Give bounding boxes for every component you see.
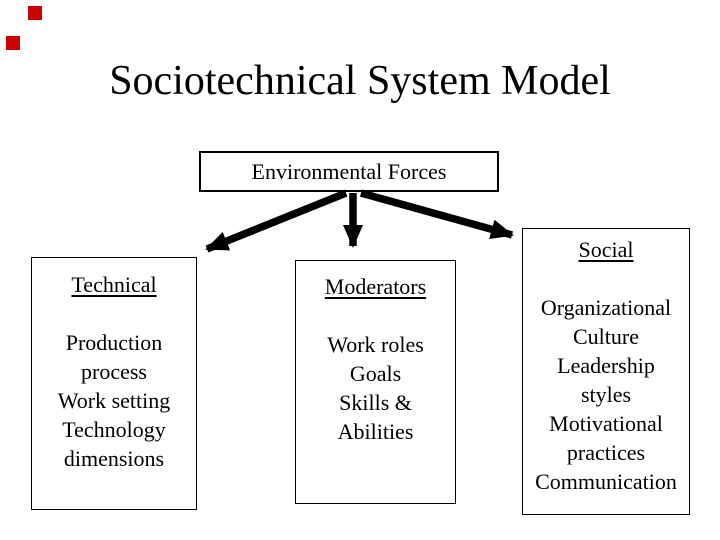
template-red-square-bottom <box>6 36 20 50</box>
text-line: Organizational <box>540 295 672 320</box>
page-title: Sociotechnical System Model <box>109 58 611 104</box>
text-line: Skills & <box>339 390 412 415</box>
text-line: Work roles <box>327 332 424 357</box>
technical-heading: Technical <box>71 272 157 297</box>
environmental-forces-box: Environmental Forces <box>199 151 499 192</box>
text-line: Goals <box>349 361 402 386</box>
moderators-heading: Moderators <box>324 274 427 299</box>
text-line: Production <box>65 330 163 355</box>
text-line: Motivational <box>549 411 663 436</box>
text-line: Communication <box>535 469 677 494</box>
arrow-to-social <box>359 189 514 240</box>
template-red-square-top <box>28 6 42 20</box>
text-line: Abilities <box>337 419 414 444</box>
environmental-forces-label: Environmental Forces <box>251 158 447 184</box>
social-heading: Social <box>578 237 634 262</box>
arrow-to-technical <box>205 189 348 253</box>
text-line: Technology <box>62 417 166 442</box>
text-line: dimensions <box>63 446 165 471</box>
text-line: Leadership <box>557 353 655 378</box>
text-line: practices <box>566 440 646 465</box>
text-line: Work setting <box>57 388 171 413</box>
text-line: process <box>81 359 147 384</box>
text-line: Culture <box>573 324 639 349</box>
text-line: styles <box>580 382 632 407</box>
